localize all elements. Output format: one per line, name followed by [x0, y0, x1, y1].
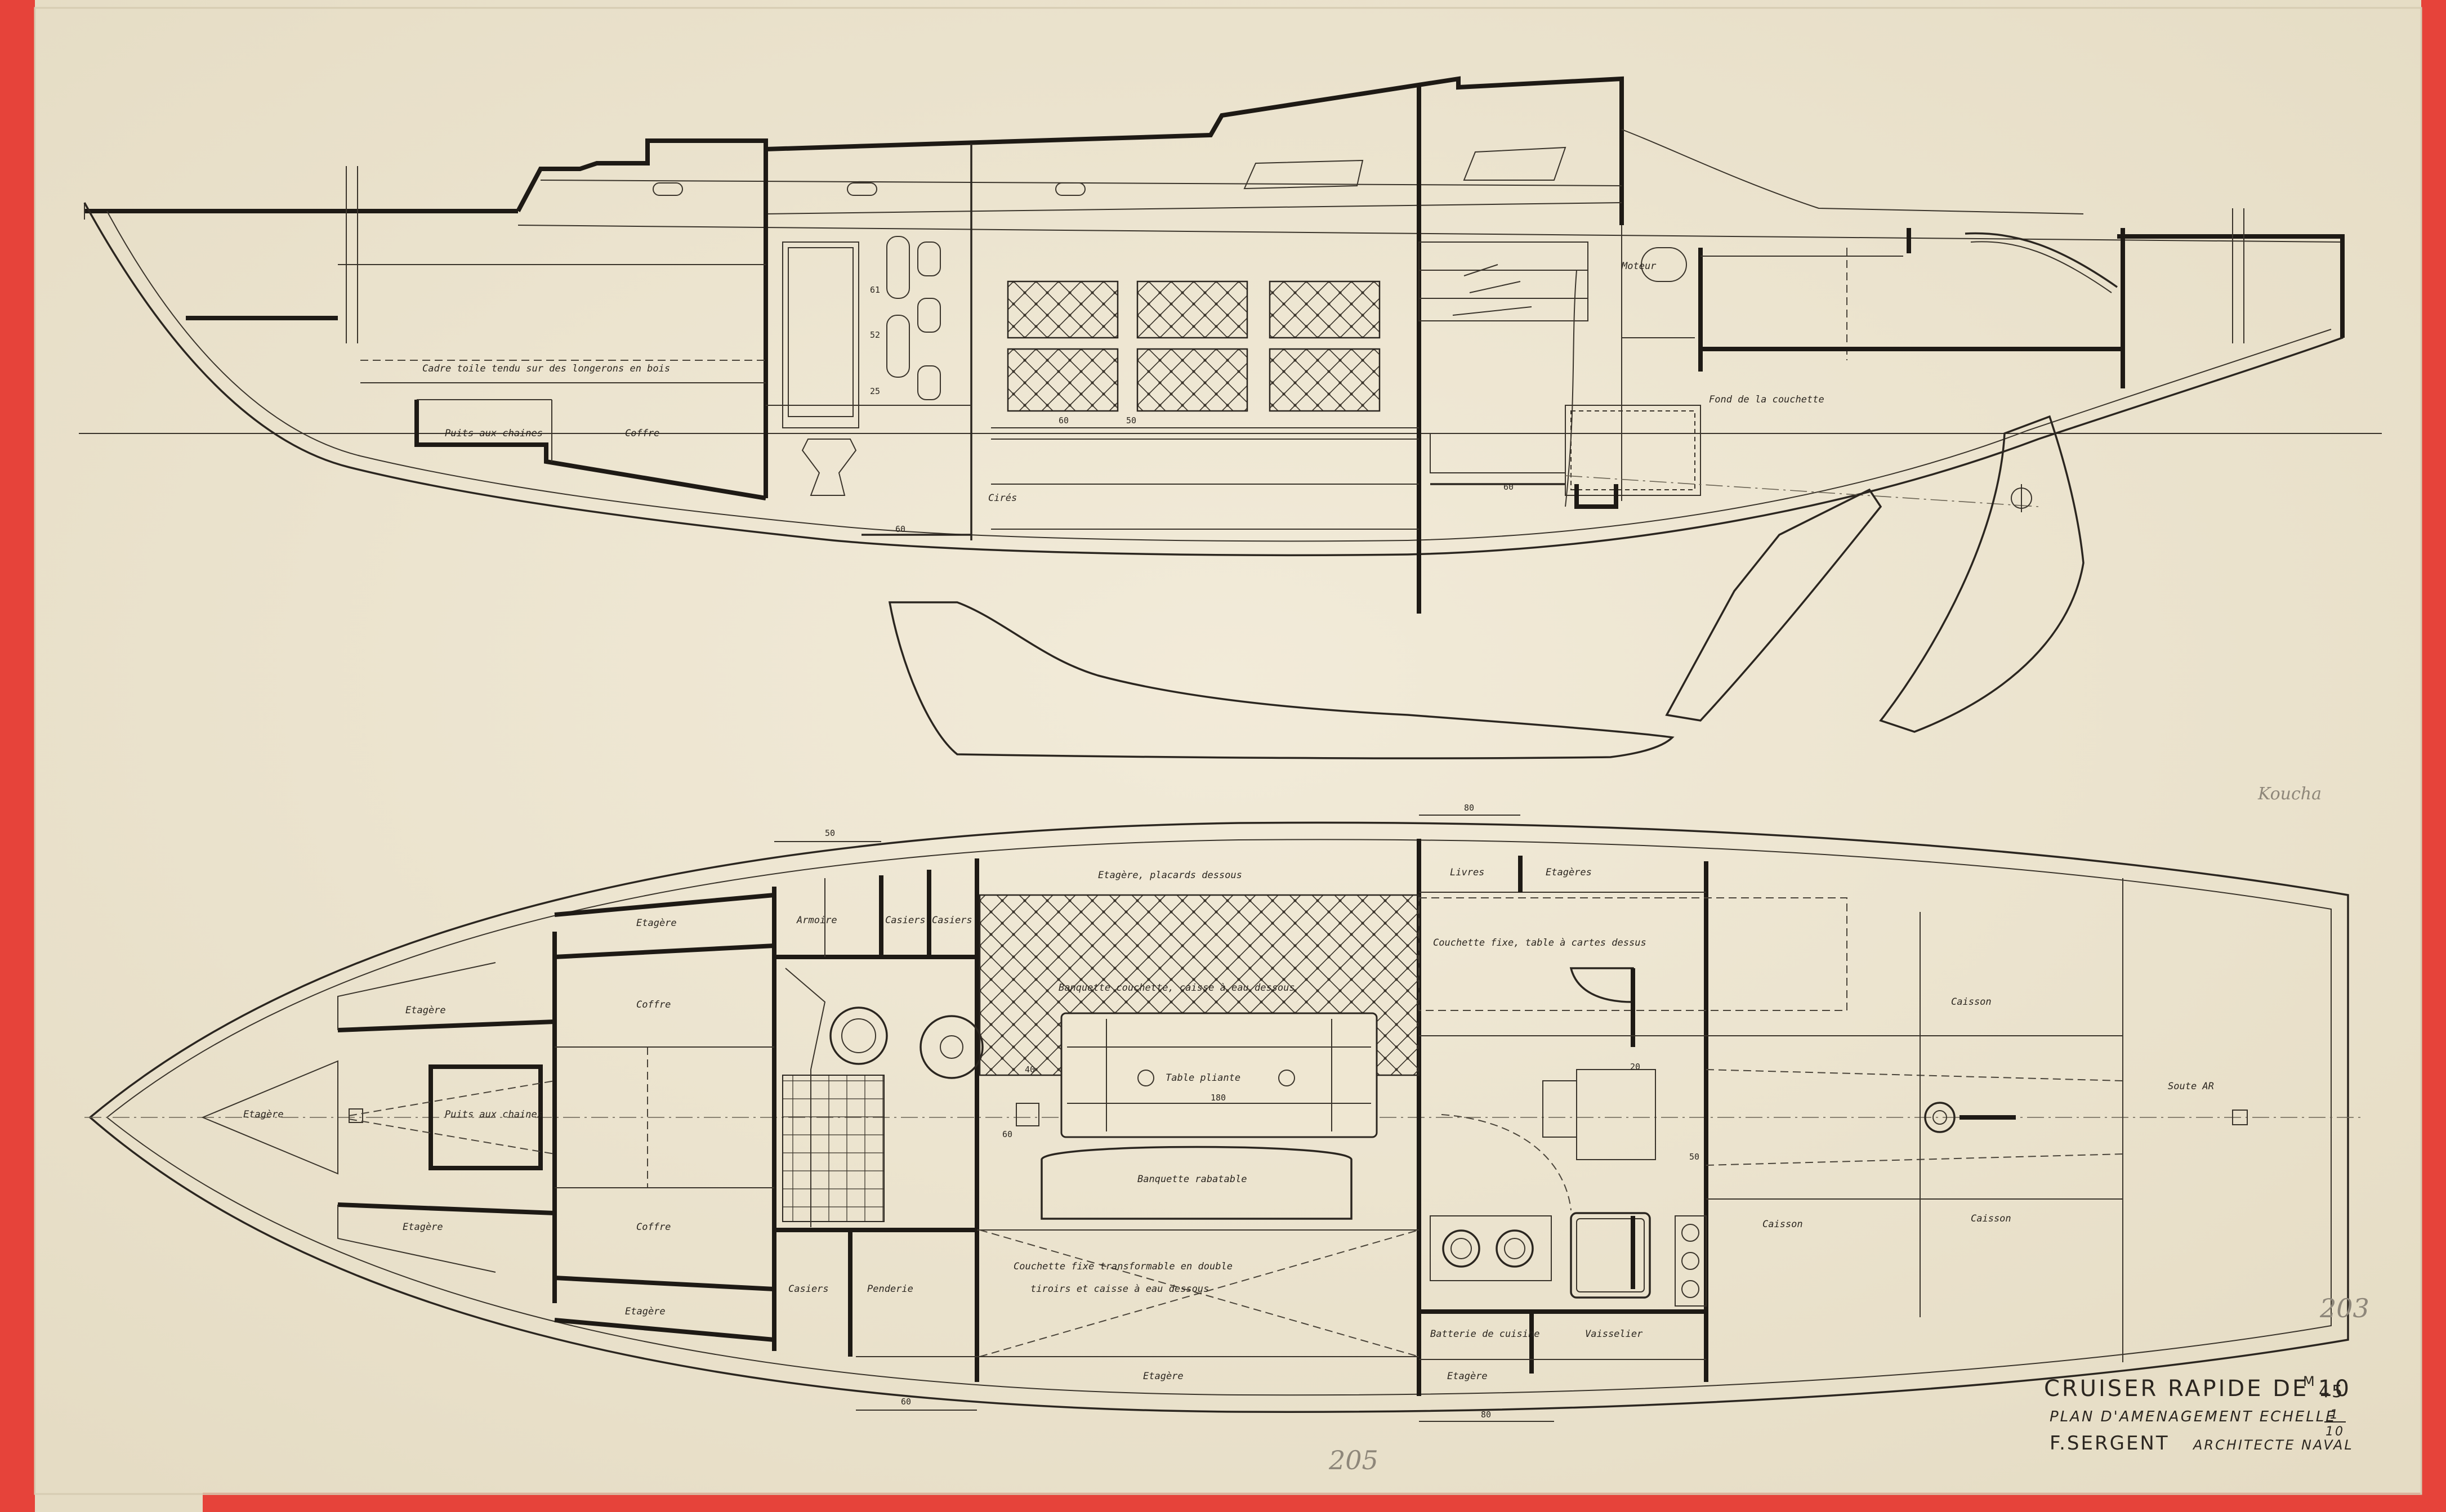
tape-bottom	[203, 1493, 2421, 1512]
plan-dim-20: 20	[1630, 1062, 1640, 1072]
plan-dim-80: 80	[1464, 803, 1474, 813]
plan-label-shelf-bottom: Etagère	[625, 1306, 666, 1317]
title-architect-role: ARCHITECTE NAVAL	[2192, 1437, 2354, 1453]
plan-label-caisson-1: Caisson	[1951, 996, 1992, 1008]
plan-label-chest-top: Coffre	[636, 999, 671, 1010]
pencil-mark-bottom: 205	[1328, 1445, 1378, 1475]
plan-label-chest-bottom: Coffre	[636, 1222, 671, 1233]
title-line-2: PLAN D'AMENAGEMENT ECHELLE	[2050, 1408, 2337, 1425]
plan-label-wardrobe: Armoire	[796, 915, 837, 926]
plan-label-shelf-galley-bottom: Etagère	[1447, 1371, 1488, 1382]
plan-label-shelf-saloon-bottom: Etagère	[1143, 1371, 1184, 1382]
plan-label-hanging-locker: Penderie	[867, 1283, 913, 1295]
plan-label-folding-bench: Banquette rabatable	[1137, 1174, 1247, 1185]
plan-label-folding-table: Table pliante	[1166, 1072, 1240, 1084]
title-scale-den: 10	[2326, 1425, 2345, 1439]
pencil-mark-right: 203	[2319, 1293, 2369, 1323]
tape-left	[0, 0, 35, 1512]
plan-label-berth-convertible-1: Couchette fixe transformable en double	[1014, 1261, 1233, 1272]
profile-dim-25: 25	[870, 386, 880, 396]
plan-dim-60: 60	[901, 1397, 911, 1407]
plan-label-books: Livres	[1450, 867, 1484, 878]
plan-dim-50-b: 50	[1689, 1152, 1699, 1162]
profile-label-frame: Cadre toile tendu sur des longerons en b…	[422, 363, 670, 374]
plan-label-lockers-1: Casiers	[885, 915, 926, 926]
title-dec: 45	[2319, 1382, 2345, 1402]
plan-label-shelf-top: Etagère	[636, 918, 677, 929]
title-sup: M	[2303, 1374, 2317, 1389]
profile-dim-52: 52	[870, 330, 880, 340]
title-block: CRUISER RAPIDE DE 10 M 45 PLAN D'AMENAGE…	[2044, 1374, 2354, 1455]
plan-label-berth-convertible-2: tiroirs et caisse à eau dessous	[1030, 1283, 1209, 1295]
plan-dim-60-b: 60	[1002, 1129, 1012, 1139]
profile-label-berth-bottom: Fond de la couchette	[1709, 394, 1824, 405]
profile-dim-60-b: 60	[1059, 415, 1069, 426]
title-architect-name: F.SERGENT	[2050, 1432, 2170, 1455]
plan-label-chain-well: Puits aux chaines	[445, 1109, 543, 1120]
plan-label-settee-berth: Banquette couchette, caisse à eau dessou…	[1059, 982, 1295, 994]
plan-label-shelf-port-fwd: Etagère	[405, 1005, 446, 1016]
profile-dim-61: 61	[870, 285, 880, 295]
plan-label-galley-battery: Batterie de cuisine	[1430, 1328, 1539, 1340]
plan-label-lockers-3: Casiers	[788, 1283, 829, 1295]
plan-label-aft-locker: Soute AR	[2168, 1081, 2214, 1092]
plan-label-caisson-2: Caisson	[1762, 1219, 1803, 1230]
plan-label-caisson-3: Caisson	[1971, 1213, 2011, 1224]
profile-dim-60-a: 60	[895, 524, 905, 534]
plan-dim-80-b: 80	[1481, 1410, 1491, 1420]
plan-label-shelf-stbd-fwd: Etagère	[403, 1222, 443, 1233]
plan-view	[84, 815, 2365, 1422]
plan-dim-50: 50	[825, 828, 835, 838]
plan-label-table-width: 180	[1211, 1093, 1226, 1103]
tape-right	[2421, 0, 2446, 1512]
plan-label-shelf-cupboards: Etagère, placards dessous	[1098, 870, 1242, 881]
profile-label-chain-well: Puits aux chaines	[445, 428, 543, 439]
plan-label-lockers-2: Casiers	[932, 915, 972, 926]
profile-label-chest: Coffre	[625, 428, 659, 439]
plan-label-shelves-nav: Etagères	[1546, 867, 1592, 878]
profile-view	[79, 76, 2382, 759]
plan-label-shelf-bow: Etagère	[243, 1109, 284, 1120]
sheet-edge	[34, 7, 2422, 1495]
plan-label-dish-rack: Vaisselier	[1585, 1328, 1643, 1340]
plan-label-chart-table: Couchette fixe, table à cartes dessus	[1433, 937, 1646, 949]
profile-dim-50: 50	[1126, 415, 1136, 426]
profile-label-oilskins: Cirés	[988, 493, 1017, 504]
profile-dim-60-c: 60	[1503, 482, 1514, 492]
title-line-1: CRUISER RAPIDE DE 10	[2044, 1376, 2351, 1402]
profile-label-engine: Moteur	[1621, 261, 1657, 272]
plan-dim-40: 40	[1025, 1064, 1035, 1075]
title-scale-num: 1	[2330, 1408, 2340, 1422]
pen-mark-koucha: Koucha	[2257, 784, 2322, 804]
